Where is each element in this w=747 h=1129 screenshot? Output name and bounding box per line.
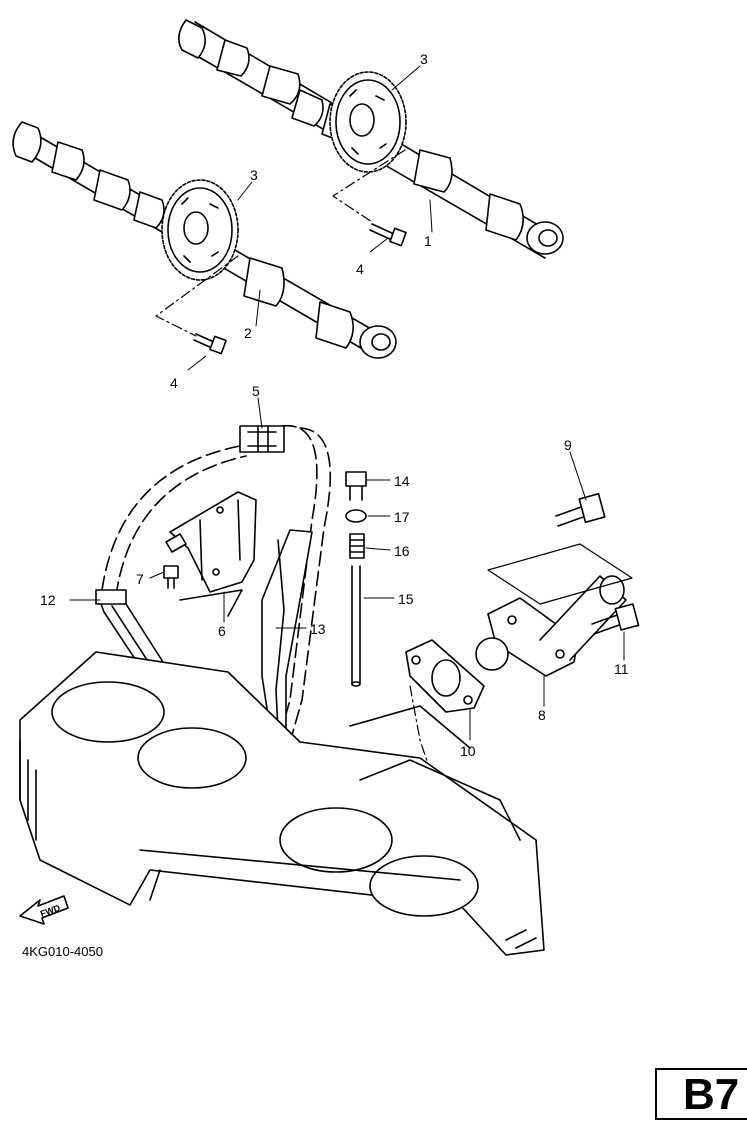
callout-14: 14: [394, 473, 410, 489]
callout-4-lower: 4: [170, 375, 178, 391]
fwd-arrow-icon: [19, 895, 69, 925]
diagram-code: 4KG010-4050: [22, 944, 103, 959]
callout-3-lower: 3: [250, 167, 258, 183]
callout-11: 11: [614, 661, 629, 677]
callout-9: 9: [564, 437, 572, 453]
callout-4-upper: 4: [356, 261, 364, 277]
washer-17: [345, 509, 367, 523]
callout-5: 5: [252, 383, 260, 399]
callout-12: 12: [40, 592, 56, 608]
gasket-guide: [409, 685, 431, 771]
callout-1: 1: [424, 233, 432, 249]
callout-15: 15: [398, 591, 414, 607]
callout-10: 10: [460, 743, 476, 759]
bolt-14: [345, 471, 367, 501]
callout-7: 7: [136, 571, 144, 587]
callout-8: 8: [538, 707, 546, 723]
assembly-guides: [155, 149, 406, 337]
pushrod-15: [351, 565, 361, 687]
page-tab: B7: [655, 1068, 747, 1120]
tensioner-assembly-outline: [487, 543, 633, 605]
callout-13: 13: [310, 621, 326, 637]
tensioner-gasket-10: [405, 639, 485, 713]
callout-3-upper: 3: [420, 51, 428, 67]
callout-leaders: [69, 65, 625, 741]
callout-16: 16: [394, 543, 410, 559]
camshaft-lower: [12, 121, 397, 359]
callout-6: 6: [218, 623, 226, 639]
tensioner-bolt-9: [555, 493, 606, 527]
tensioner-bolt-11: [591, 603, 640, 635]
callout-17: 17: [394, 509, 410, 525]
cam-chain-tensioner: [475, 575, 627, 677]
camshaft-upper: [178, 19, 564, 259]
bolt-7: [163, 565, 179, 589]
bolt-4-lower: [193, 333, 227, 355]
bolt-4-upper: [369, 223, 407, 247]
spring-16: [349, 533, 365, 559]
callout-2: 2: [244, 325, 252, 341]
chain-guide-stopper: [165, 491, 257, 617]
cylinder-block: [19, 651, 545, 956]
page-tab-label: B7: [683, 1070, 740, 1119]
